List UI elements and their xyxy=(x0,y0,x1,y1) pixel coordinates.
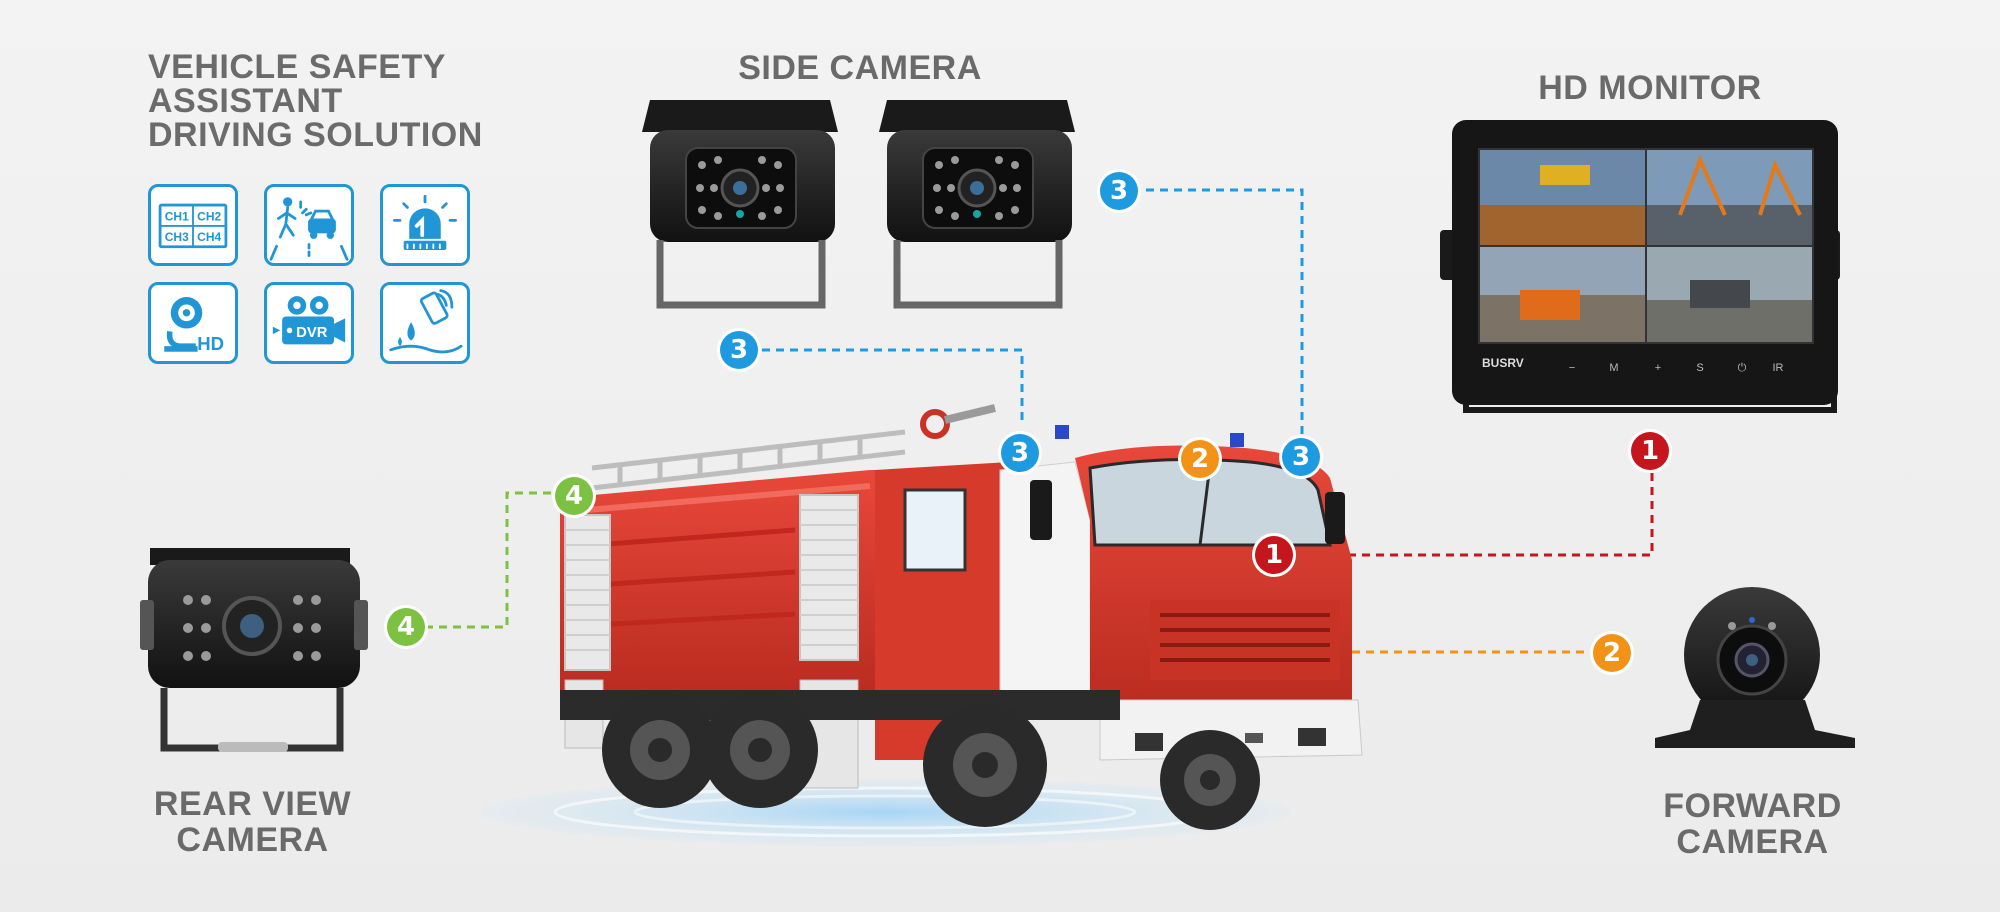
side-camera-left xyxy=(642,100,838,309)
forward-camera-badge: 2 xyxy=(1593,634,1631,672)
monitor-minus-button[interactable]: − xyxy=(1569,362,1575,374)
side-camera-right xyxy=(879,100,1075,309)
ch4-label: CH4 xyxy=(197,230,221,244)
title-line-3: DRIVING SOLUTION xyxy=(148,116,483,154)
right-mirror xyxy=(1325,492,1345,544)
water-cannon xyxy=(920,409,950,439)
monitor-badge: 1 xyxy=(1631,432,1669,470)
shutter-mid xyxy=(799,494,859,661)
pedestrian-collision-icon xyxy=(264,184,354,266)
ch2-label: CH2 xyxy=(197,209,221,223)
title-line-1: VEHICLE SAFETY xyxy=(148,48,446,86)
solution-title: VEHICLE SAFETY ASSISTANT DRIVING SOLUTIO… xyxy=(148,50,483,152)
forward-line-1: FORWARD xyxy=(1663,787,1842,825)
side-camera-heading: SIDE CAMERA xyxy=(738,49,982,87)
forward-camera-heading: FORWARD CAMERA xyxy=(1600,788,1905,860)
truck-monitor-badge: 1 xyxy=(1255,536,1293,574)
wheels xyxy=(602,692,1260,830)
monitor-menu-button[interactable]: M xyxy=(1609,362,1618,374)
forward-camera xyxy=(1655,587,1855,748)
truck-side-camera-badge-2: 3 xyxy=(1282,438,1320,476)
warning-light-icon xyxy=(380,184,470,266)
hd-monitor-heading: HD MONITOR xyxy=(1538,69,1762,107)
title-line-2: ASSISTANT xyxy=(148,82,343,120)
side-camera-badge-right: 3 xyxy=(1100,172,1138,210)
side-window xyxy=(903,488,967,572)
truck-forward-camera-badge: 2 xyxy=(1181,440,1219,478)
monitor-select-button[interactable]: S xyxy=(1696,362,1703,374)
monitor-plus-button[interactable]: + xyxy=(1655,362,1661,374)
monitor-brand: BUSRV xyxy=(1482,356,1524,370)
dvr-recorder-icon: DVR xyxy=(264,282,354,364)
rear-view-line-2: CAMERA xyxy=(176,821,329,859)
fire-truck xyxy=(560,404,1363,830)
windshield xyxy=(1088,458,1332,547)
truck-side-camera-badge-1: 3 xyxy=(1001,434,1039,472)
monitor-connector xyxy=(1292,468,1654,557)
forward-line-2: CAMERA xyxy=(1676,823,1829,861)
monitor-power-button[interactable]: ⏻ xyxy=(1738,362,1747,374)
rear-camera-badge: 4 xyxy=(387,608,425,646)
rear-view-line-1: REAR VIEW xyxy=(153,785,352,823)
quad-channel-icon: CH1 CH2 CH3 CH4 xyxy=(148,184,238,266)
monitor-ir-button[interactable]: IR xyxy=(1773,362,1784,374)
monitor-buttons: − M + S ⏻ IR xyxy=(1569,362,1784,374)
hd-camera-icon: HD xyxy=(148,282,238,364)
ch1-label: CH1 xyxy=(165,209,189,223)
truck-rear-camera-badge: 4 xyxy=(555,477,593,515)
hd-monitor: BUSRV − M + S ⏻ IR xyxy=(1440,120,1840,413)
side-camera-badge-left: 3 xyxy=(720,331,758,369)
shutter-rear xyxy=(564,514,611,671)
left-mirror xyxy=(1030,480,1052,540)
side-camera-connector-1 xyxy=(762,348,1024,420)
dvr-label: DVR xyxy=(296,325,328,341)
rear-camera-connector xyxy=(425,491,555,629)
ch3-label: CH3 xyxy=(165,230,189,244)
roof-ladder xyxy=(591,429,906,491)
side-camera-connector-2 xyxy=(1146,188,1304,445)
hd-label: HD xyxy=(197,333,224,354)
waterproof-shockproof-icon xyxy=(380,282,470,364)
rear-view-camera xyxy=(140,548,368,752)
rear-view-camera-heading: REAR VIEW CAMERA xyxy=(100,786,405,858)
